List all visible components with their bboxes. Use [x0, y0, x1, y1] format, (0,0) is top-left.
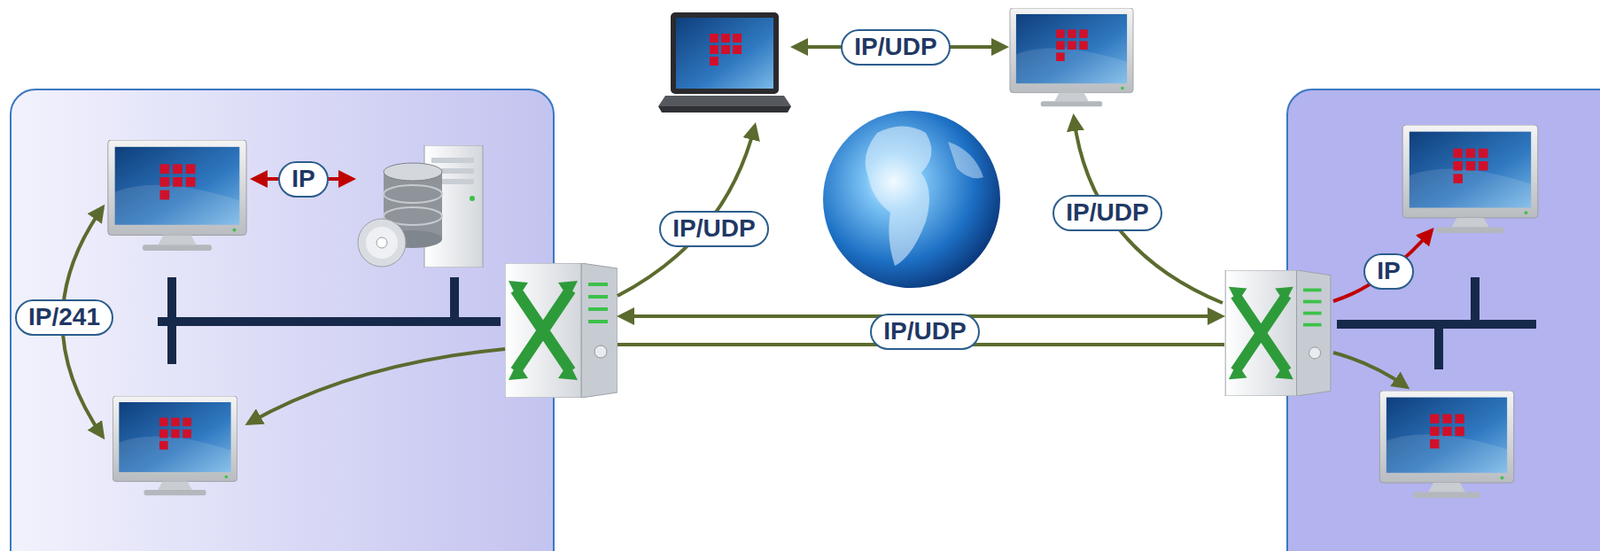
lan-bus	[157, 277, 501, 365]
router-icon	[504, 263, 618, 398]
workstation-icon	[1009, 7, 1134, 107]
lan-bus	[1336, 277, 1537, 370]
protocol-label: IP/UDP	[869, 313, 980, 350]
protocol-text: IP	[291, 165, 315, 194]
protocol-label: IP	[1363, 253, 1414, 290]
protocol-text: IP/241	[28, 303, 101, 332]
database-server-icon	[357, 145, 483, 268]
right-network-region	[1287, 89, 1600, 551]
protocol-text: IP/UDP	[883, 318, 966, 346]
globe-icon	[823, 110, 1001, 288]
lan-link	[1333, 352, 1407, 388]
protocol-label: IP/241	[15, 299, 114, 336]
protocol-text: IP/UDP	[672, 215, 755, 243]
router-icon	[1225, 270, 1331, 397]
laptop-icon	[658, 12, 792, 113]
protocol-label: IP	[278, 161, 329, 198]
workstation-icon	[1402, 124, 1538, 234]
protocol-label: IP/UDP	[840, 29, 951, 66]
ip-link	[1333, 230, 1432, 302]
workstation-icon	[112, 396, 237, 496]
lan-link	[248, 349, 505, 424]
protocol-text: IP	[1376, 257, 1400, 286]
workstation-icon	[108, 139, 247, 251]
protocol-label: IP/UDP	[1052, 194, 1163, 232]
protocol-label: IP/UDP	[659, 210, 769, 248]
protocol-text: IP/UDP	[854, 33, 937, 62]
left-network-region	[10, 89, 554, 551]
protocol-text: IP/UDP	[1065, 199, 1149, 227]
workstation-icon	[1379, 390, 1514, 498]
